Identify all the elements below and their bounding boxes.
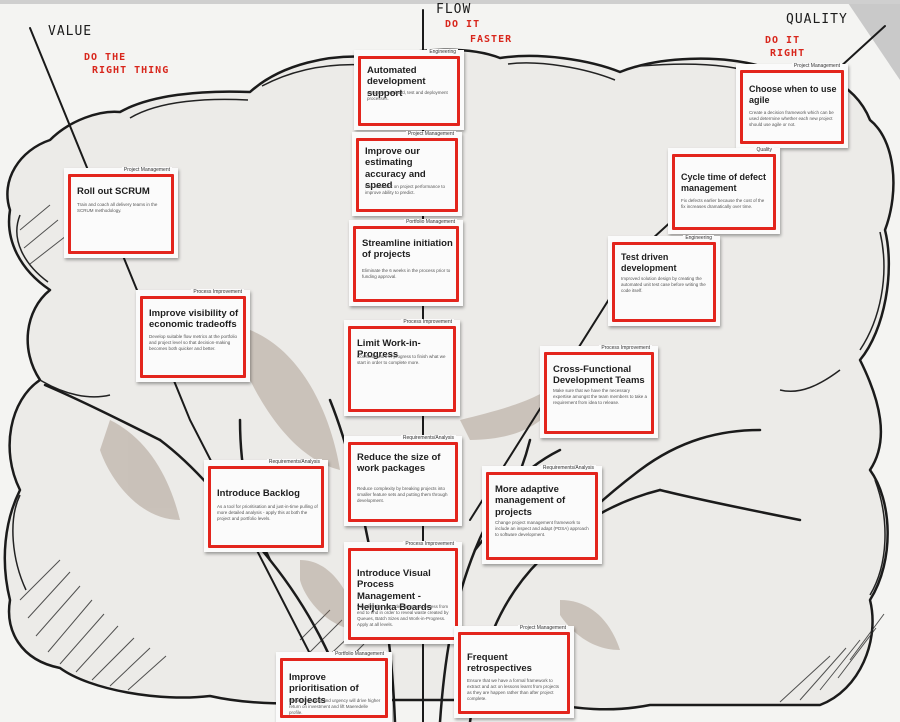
card-improve-estimating[interactable]: Project Management Improve our estimatin… [352, 131, 462, 216]
card-introduce-backlog[interactable]: Requirements/Analysis Introduce Backlog … [204, 459, 328, 552]
paper-top-edge [0, 0, 900, 4]
card-description: Eliminate the 6 weeks in the process pri… [362, 268, 451, 280]
quality-subtitle-2: RIGHT [770, 48, 806, 59]
card-title: Introduce Visual Process Management - He… [357, 568, 432, 614]
card-description: Constrain work-in-progress to finish wha… [357, 354, 446, 366]
card-border [356, 138, 458, 212]
quality-heading: QUALITY [786, 12, 848, 27]
card-streamline-initiation[interactable]: Portfolio Management Streamline initiati… [349, 219, 463, 306]
card-roll-out-scrum[interactable]: Project Management Roll out SCRUM Train … [64, 167, 178, 258]
card-category: Project Management [121, 167, 172, 174]
card-reduce-work-packages[interactable]: Requirements/Analysis Reduce the size of… [344, 435, 462, 526]
card-category: Quality [754, 147, 774, 154]
card-description: Use feedback on project performance to i… [365, 184, 446, 196]
card-cycle-time-defect[interactable]: Quality Cycle time of defect management … [668, 147, 780, 234]
card-title: Frequent retrospectives [467, 652, 532, 675]
value-subtitle-1: DO THE [84, 52, 127, 63]
trunk-shading [100, 330, 620, 650]
card-description: Visualize the MLIT development process f… [357, 604, 449, 628]
card-improve-prioritisation[interactable]: Portfolio Management Improve prioritisat… [276, 651, 392, 722]
card-category: Project Management [517, 625, 568, 632]
card-title: Automated development support [367, 65, 426, 99]
card-category: Project Management [405, 131, 456, 138]
card-category: Portfolio Management [404, 219, 457, 226]
card-border [358, 56, 460, 126]
card-adaptive-management[interactable]: Requirements/Analysis More adaptive mana… [482, 465, 602, 564]
quality-subtitle-1: DO IT [765, 35, 801, 46]
card-economic-tradeoffs[interactable]: Process Improvement Improve visibility o… [136, 289, 250, 382]
card-test-driven-development[interactable]: Engineering Test driven development Impr… [608, 235, 720, 326]
card-title: Roll out SCRUM [77, 186, 150, 197]
value-subtitle-2: RIGHT THING [92, 65, 170, 76]
card-cross-functional-teams[interactable]: Process Improvement Cross-Functional Dev… [540, 345, 658, 438]
card-category: Requirements/Analysis [540, 465, 596, 472]
card-description: Ensure that we have a formal framework t… [467, 678, 560, 702]
card-title: Improve visibility of economic tradeoffs [149, 308, 239, 331]
card-border [544, 352, 654, 434]
card-category: Engineering [683, 235, 714, 242]
tree-canopy-sketch [12, 62, 886, 596]
card-category: Portfolio Management [333, 651, 386, 658]
card-title: Introduce Backlog [217, 488, 300, 499]
card-category: Requirements/Analysis [400, 435, 456, 442]
card-description: Improved solution design by creating the… [621, 276, 706, 294]
card-border [208, 466, 324, 548]
card-title: Cross-Functional Development Teams [553, 364, 645, 387]
flow-subtitle-1: DO IT [445, 19, 481, 30]
card-border [68, 174, 174, 254]
card-title: More adaptive management of projects [495, 484, 566, 518]
card-category: Process Improvement [403, 541, 456, 548]
card-title: Streamline initiation of projects [362, 238, 453, 261]
card-choose-when-agile[interactable]: Project Management Choose when to use ag… [736, 63, 848, 148]
card-border [348, 548, 458, 640]
value-heading: VALUE [48, 24, 93, 39]
card-description: Automate our build, test and deployment … [367, 90, 448, 102]
card-category: Project Management [791, 63, 842, 70]
card-category: Process Improvement [599, 345, 652, 352]
card-title: Reduce the size of work packages [357, 452, 441, 475]
card-visual-process-management[interactable]: Process Improvement Introduce Visual Pro… [344, 541, 462, 644]
card-description: Create a decision framework which can be… [749, 110, 834, 128]
card-description: Measuring value and urgency will drive h… [289, 698, 381, 716]
card-title: Improve our estimating accuracy and spee… [365, 146, 426, 192]
card-border [348, 326, 456, 412]
card-border [458, 632, 570, 714]
card-category: Engineering [427, 49, 458, 56]
card-category: Process Improvement [401, 319, 454, 326]
card-border [612, 242, 716, 322]
card-description: Make sure that we have the necessary exp… [553, 388, 648, 406]
card-description: Change project management framework to i… [495, 520, 589, 538]
card-automated-development-support[interactable]: Engineering Automated development suppor… [354, 49, 464, 130]
card-title: Test driven development [621, 252, 677, 273]
card-border [348, 442, 458, 522]
card-description: As a tool for prioritisation and just-in… [217, 504, 318, 522]
card-description: Develop suitable flow metrics at the por… [149, 334, 238, 352]
card-title: Improve prioritisation of projects [289, 672, 359, 706]
card-description: Reduce complexity by breaking projects i… [357, 486, 448, 504]
card-category: Process Improvement [191, 289, 244, 296]
card-description: Fix defects earlier because the cost of … [681, 198, 765, 210]
card-description: Train and coach all delivery teams in th… [77, 202, 158, 214]
card-border [740, 70, 844, 144]
card-border [672, 154, 776, 230]
card-frequent-retrospectives[interactable]: Project Management Frequent retrospectiv… [454, 625, 574, 718]
card-border [486, 472, 598, 560]
card-border [140, 296, 246, 378]
card-category: Requirements/Analysis [266, 459, 322, 466]
card-title: Cycle time of defect management [681, 172, 767, 193]
flow-heading: FLOW [436, 2, 472, 17]
card-title: Choose when to use agile [749, 84, 837, 105]
paper-corner [846, 0, 900, 80]
card-limit-wip[interactable]: Process Improvement Limit Work-in-Progre… [344, 319, 460, 416]
card-title: Limit Work-in-Progress [357, 338, 421, 361]
flow-subtitle-2: FASTER [470, 34, 513, 45]
card-border [280, 658, 388, 718]
card-border [353, 226, 459, 302]
